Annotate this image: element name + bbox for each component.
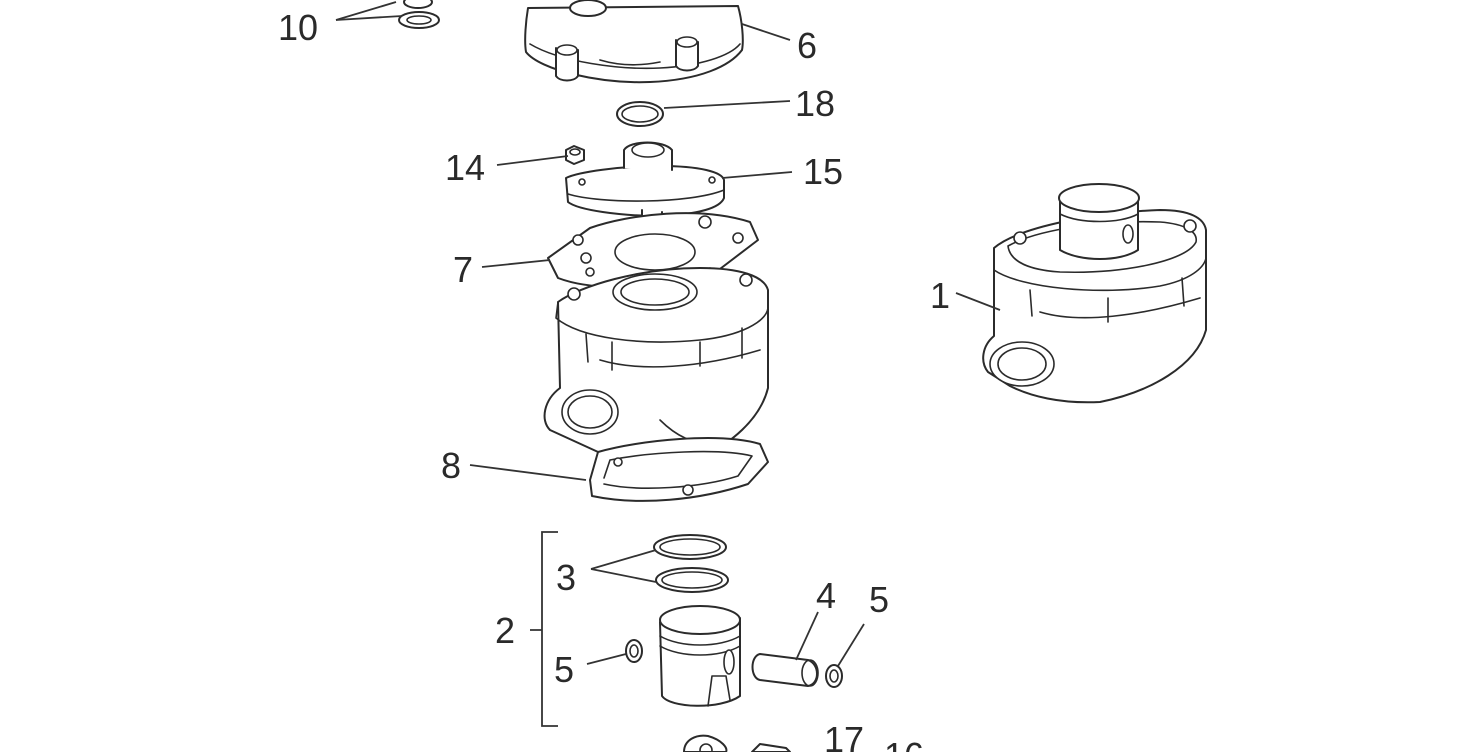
cylinder-head-cover-part-6: [524, 0, 744, 84]
nut-part-17: [683, 734, 728, 752]
callout-5-left: 5: [554, 649, 574, 690]
callout-4: 4: [816, 575, 836, 616]
circlip-part-5-right: [825, 664, 843, 688]
callout-2: 2: [495, 610, 515, 651]
bracket-part-2: [530, 531, 558, 727]
circlip-part-5-left: [625, 639, 643, 663]
callout-15: 15: [803, 151, 843, 192]
cylinder-exploded: [543, 267, 769, 468]
cylinder-head-part-15: [565, 141, 725, 242]
piston-rings-part-3: [653, 534, 729, 593]
callout-14: 14: [445, 147, 485, 188]
cylinder-assembly-part-1: [982, 183, 1207, 404]
washer-part-10: [398, 0, 440, 29]
base-gasket-part-8: [589, 437, 769, 502]
leader-lines: [335, 1, 1001, 667]
callout-18: 18: [795, 83, 835, 124]
callout-16: 16: [884, 735, 924, 752]
callout-8: 8: [441, 445, 461, 486]
piston-pin-part-4: [751, 653, 819, 687]
bolt-part-16: [751, 743, 791, 752]
callout-3: 3: [556, 557, 576, 598]
callout-7: 7: [453, 249, 473, 290]
callout-10: 10: [278, 7, 318, 48]
callout-6: 6: [797, 25, 817, 66]
o-ring-part-18: [616, 101, 664, 127]
nut-part-14: [565, 145, 585, 165]
callout-1: 1: [930, 275, 950, 316]
callout-17: 17: [824, 719, 864, 752]
callout-5-right: 5: [869, 579, 889, 620]
piston: [659, 605, 741, 707]
